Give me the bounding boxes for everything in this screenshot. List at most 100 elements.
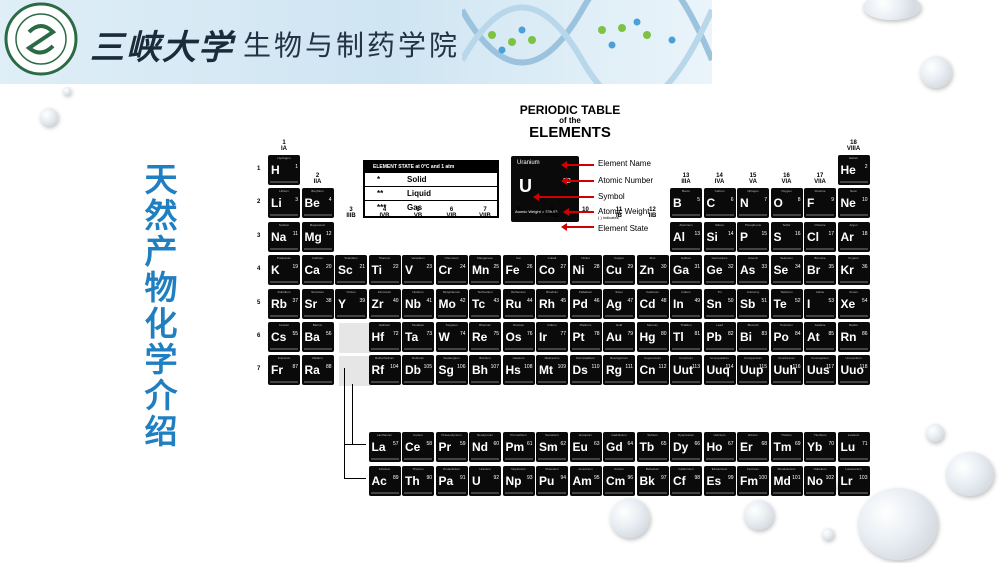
element-symbol: Tb	[639, 440, 655, 454]
element-name: Nickel	[581, 256, 590, 261]
element-symbol: Rg	[606, 363, 622, 378]
atomic-number: 46	[593, 297, 600, 304]
element-name: Rutherfordium	[374, 356, 394, 361]
element-symbol: He	[840, 163, 856, 177]
atomic-number: 29	[627, 264, 633, 271]
atomic-weight-line	[772, 492, 801, 494]
atomic-weight-line	[538, 348, 566, 350]
atomic-number: 48	[660, 297, 667, 304]
element-symbol: F	[807, 196, 815, 211]
atomic-number: 8	[797, 197, 801, 204]
element-name: Cesium	[278, 323, 290, 327]
element-name: Astatine	[814, 323, 826, 327]
atomic-number: 92	[493, 475, 499, 481]
atomic-weight-line	[538, 381, 566, 384]
legend-row-gas: *** Gas	[365, 201, 497, 214]
element-name: Oxygen	[781, 189, 792, 194]
element-name: Protactinium	[443, 467, 460, 471]
atomic-weight-line	[638, 492, 667, 494]
legend-row-solid: * Solid	[365, 173, 497, 187]
atomic-weight-line	[471, 314, 499, 317]
atomic-number: 66	[694, 441, 700, 447]
element-symbol: As	[740, 263, 756, 278]
atomic-number: 53	[828, 297, 834, 304]
atomic-number: 84	[794, 331, 801, 337]
element-symbol: Mt	[539, 363, 553, 378]
group-name: IIA	[313, 179, 322, 186]
element-symbol: Rn	[840, 330, 857, 344]
atomic-number: 61	[526, 441, 533, 447]
atomic-number: 101	[792, 475, 801, 481]
group-number: 16	[783, 173, 790, 180]
element-name: Chlorine	[814, 222, 826, 227]
atomic-number: 115	[759, 364, 767, 371]
element-name: Aluminum	[679, 222, 693, 227]
atomic-number: 13	[694, 230, 700, 237]
arrow-icon	[561, 223, 594, 231]
atomic-weight-line	[839, 281, 868, 284]
element-symbol: Sr	[304, 296, 318, 311]
element-symbol: Pd	[572, 296, 588, 311]
atomic-weight-line	[672, 281, 700, 284]
atomic-weight-line	[772, 214, 801, 217]
atomic-weight-line	[437, 492, 466, 494]
element-name: Ununseptium	[811, 356, 829, 361]
atomic-weight-line	[605, 458, 633, 460]
element-name: Plutonium	[545, 467, 559, 471]
element-name: Potassium	[276, 256, 291, 261]
element-name: Americium	[578, 467, 593, 471]
element-symbol: Ba	[304, 330, 320, 344]
atomic-weight-line	[839, 381, 868, 384]
element-symbol: Zr	[371, 296, 384, 311]
atomic-number: 58	[426, 441, 432, 447]
link-line	[344, 478, 366, 479]
lanthanide-placeholder	[339, 323, 371, 353]
group-name: IIIB	[346, 212, 356, 219]
element-symbol: Br	[807, 263, 821, 278]
element-name: Darmstadtium	[576, 356, 595, 361]
atomic-weight-line	[605, 381, 633, 384]
water-drop	[858, 488, 938, 560]
element-name: Strontium	[311, 289, 324, 294]
atomic-number: 77	[560, 331, 566, 337]
element-name: Actinium	[378, 467, 391, 471]
element-name: Ununpentium	[744, 356, 762, 361]
element-name: Neodymium	[476, 433, 493, 437]
element-symbol: Se	[773, 263, 789, 278]
atomic-number: 12	[325, 230, 332, 237]
element-symbol: Bi	[740, 330, 752, 344]
atomic-number: 79	[627, 331, 633, 337]
element-symbol: Es	[706, 474, 722, 488]
element-name: Cadmium	[646, 289, 659, 294]
atomic-weight-line	[672, 247, 700, 250]
element-symbol: Np	[505, 474, 522, 488]
element-name: Bohrium	[479, 356, 491, 361]
element-name: Rhenium	[478, 323, 491, 327]
element-symbol: Pm	[505, 440, 525, 454]
element-symbol: O	[773, 196, 783, 211]
group-name: VIA	[781, 179, 792, 186]
atomic-weight-line	[337, 281, 365, 284]
group-number: 9	[550, 206, 554, 213]
atomic-number: 43	[493, 297, 499, 304]
atomic-number: 75	[493, 331, 499, 337]
